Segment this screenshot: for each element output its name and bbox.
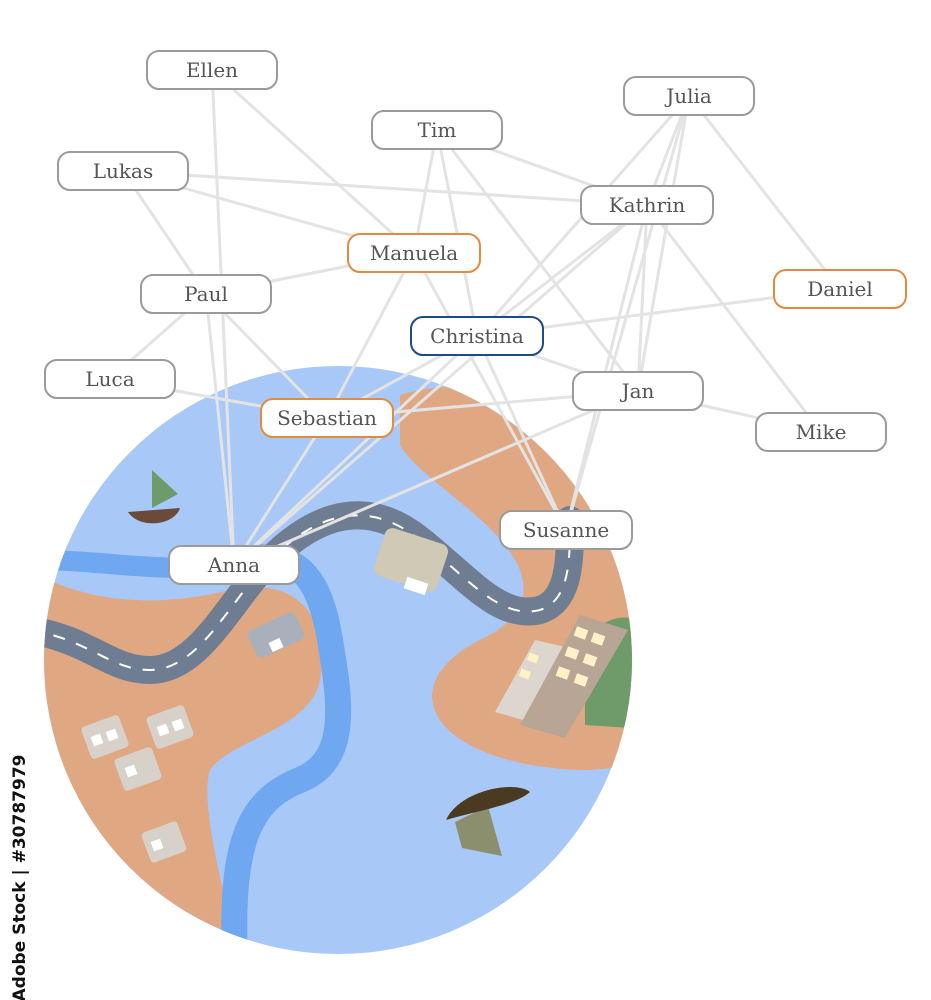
edge-manuela-susanne [412, 252, 568, 531]
node-daniel: Daniel [773, 269, 907, 309]
node-julia: Julia [623, 76, 755, 116]
tree [446, 787, 530, 856]
windows [90, 576, 429, 852]
edge-kathrin-mike [645, 204, 823, 433]
node-lukas: Lukas [57, 151, 189, 191]
edge-paul-anna [204, 293, 236, 566]
node-tim: Tim [371, 110, 503, 150]
node-manuela: Manuela [347, 233, 481, 273]
river [44, 544, 352, 954]
road-markings [44, 514, 571, 672]
edge-ellen-manuela [210, 68, 416, 255]
node-paul: Paul [140, 274, 272, 314]
network-edges [109, 68, 842, 567]
edge-lukas-paul [121, 170, 208, 295]
edge-lukas-kathrin [122, 169, 648, 207]
edge-christina-susanne [475, 335, 568, 531]
tall-buildings [495, 615, 628, 738]
edge-julia-daniel [687, 95, 842, 290]
node-anna: Anna [168, 545, 300, 585]
edge-jan-anna [233, 389, 639, 567]
node-christina: Christina [410, 316, 544, 356]
edge-kathrin-jan [636, 204, 649, 392]
edge-julia-jan [636, 95, 691, 392]
edge-ellen-anna [210, 69, 236, 566]
edge-tim-manuela [412, 129, 439, 254]
node-jan: Jan [572, 371, 704, 411]
node-susanne: Susanne [499, 510, 633, 550]
edge-paul-sebastian [204, 292, 329, 420]
edge-tim-jan [435, 129, 640, 392]
edge-christina-anna [232, 334, 479, 567]
edge-kathrin-susanne [564, 204, 649, 531]
edge-sebastian-anna [232, 417, 329, 566]
node-luca: Luca [44, 359, 176, 399]
credit-text: Adobe Stock | #30787979 [10, 754, 30, 1000]
node-kathrin: Kathrin [580, 185, 714, 225]
edge-manuela-sebastian [325, 252, 416, 419]
node-ellen: Ellen [146, 50, 278, 90]
node-mike: Mike [755, 412, 887, 452]
edge-kathrin-christina [476, 203, 648, 338]
edge-julia-susanne [564, 95, 691, 531]
edge-kathrin-anna [233, 203, 648, 567]
node-sebastian: Sebastian [260, 398, 394, 438]
sailboat [128, 470, 180, 524]
houses [81, 528, 449, 863]
